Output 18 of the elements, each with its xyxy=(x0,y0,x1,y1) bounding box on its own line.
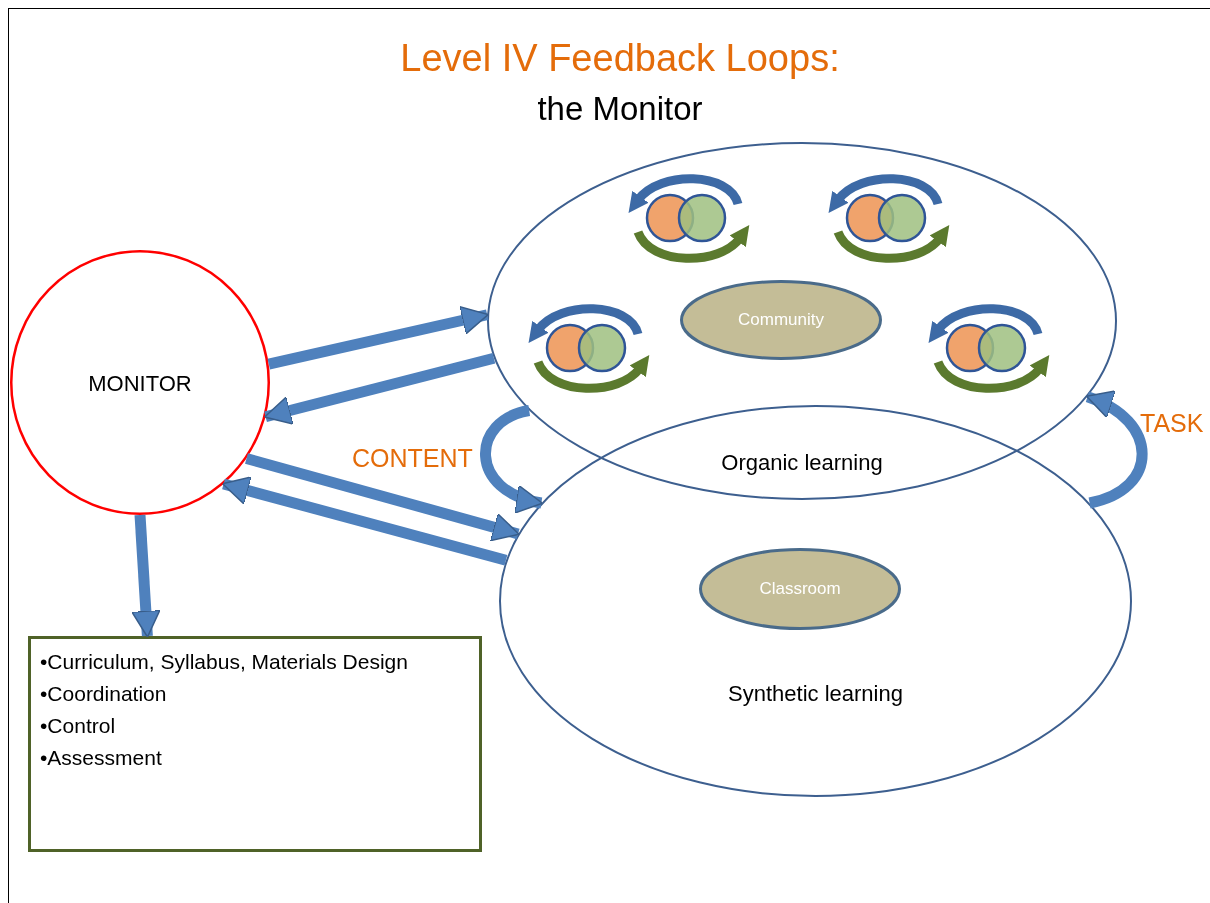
bullet-item: •Control xyxy=(40,713,116,739)
edge-label: CONTENT xyxy=(352,443,473,474)
bullet-item: •Curriculum, Syllabus, Materials Design xyxy=(40,649,408,675)
bullet-item: •Assessment xyxy=(40,745,162,771)
node-label: Organic learning xyxy=(721,448,883,477)
block-arrow xyxy=(131,514,161,638)
block-arrow xyxy=(221,476,508,566)
title: Level IV Feedback Loops: xyxy=(399,36,841,81)
block-arrow xyxy=(263,352,496,425)
bullet-item: •Coordination xyxy=(40,681,167,707)
edge-label: TASK xyxy=(1140,408,1204,439)
node-label: Synthetic learning xyxy=(728,679,903,708)
curved-arrow xyxy=(1085,391,1148,509)
subtitle: the Monitor xyxy=(536,89,704,129)
node-label: Classroom xyxy=(759,578,841,601)
node-label: MONITOR xyxy=(88,369,192,398)
node-label: Community xyxy=(738,309,824,332)
block-arrow xyxy=(267,305,489,370)
